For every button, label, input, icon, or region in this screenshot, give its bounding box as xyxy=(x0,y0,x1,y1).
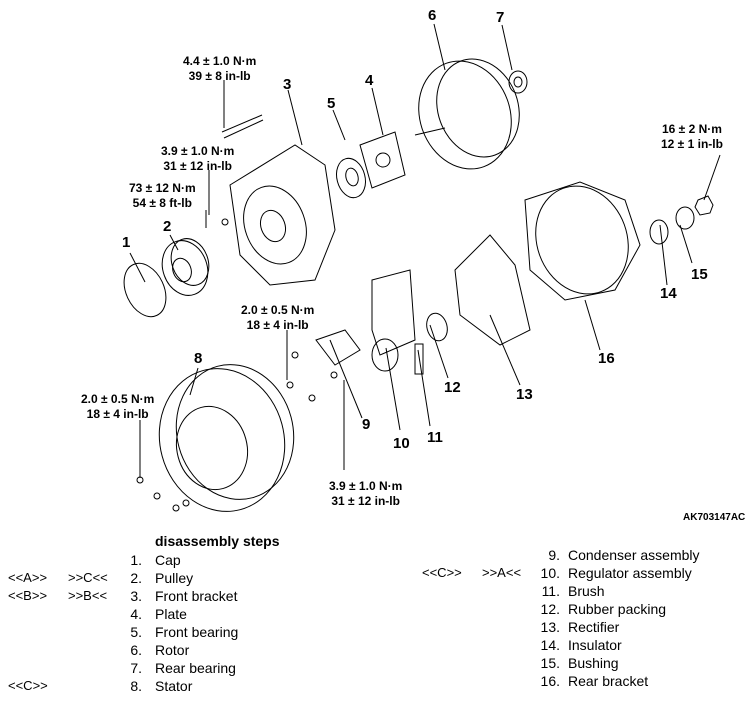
callout-10: 10 xyxy=(393,435,410,452)
list-item: 4. Plate xyxy=(130,606,187,622)
torque-imperial: 31 ± 12 in-lb xyxy=(331,494,400,508)
torque-imperial: 31 ± 12 in-lb xyxy=(163,159,232,173)
callout-1: 1 xyxy=(122,234,131,251)
reference-mark: <<A>> xyxy=(8,570,48,585)
list-item: 7. Rear bearing xyxy=(130,660,236,676)
reference-mark: <<C>> xyxy=(8,678,48,693)
list-item: 1. Cap xyxy=(130,552,181,568)
callout-11: 11 xyxy=(427,429,443,446)
torque-metric: 3.9 ± 1.0 N·m xyxy=(329,479,403,493)
callout-15: 15 xyxy=(691,266,708,283)
callout-9: 9 xyxy=(362,416,371,433)
torque-metric: 3.9 ± 1.0 N·m xyxy=(161,144,235,158)
callout-7: 7 xyxy=(496,9,505,26)
torque-spec-stator-screw: 2.0 ± 0.5 N·m 18 ± 4 in-lb xyxy=(81,392,154,422)
callout-14: 14 xyxy=(660,285,677,302)
torque-imperial: 18 ± 4 in-lb xyxy=(246,318,309,332)
torque-imperial: 18 ± 4 in-lb xyxy=(86,407,149,421)
callout-8: 8 xyxy=(194,350,203,367)
torque-spec-rear-nut: 16 ± 2 N·m 12 ± 1 in-lb xyxy=(661,122,723,152)
torque-imperial: 39 ± 8 in-lb xyxy=(188,69,251,83)
list-item: 15. Bushing xyxy=(540,655,619,671)
torque-imperial: 54 ± 8 ft-lb xyxy=(132,196,192,210)
torque-spec-pulley: 73 ± 12 N·m 54 ± 8 ft-lb xyxy=(129,181,196,211)
reference-mark: <<B>> xyxy=(8,588,48,603)
list-item: <<C>> >>A<< 10. Regulator assembly xyxy=(422,565,692,581)
torque-metric: 16 ± 2 N·m xyxy=(661,122,722,136)
list-item: <<A>> >>C<< 2. Pulley xyxy=(8,570,194,586)
reference-mark: >>A<< xyxy=(482,565,522,580)
torque-metric: 4.4 ± 1.0 N·m xyxy=(183,54,257,68)
list-item: 12. Rubber packing xyxy=(540,601,667,617)
list-item: 13. Rectifier xyxy=(540,619,620,635)
callout-4: 4 xyxy=(365,72,374,89)
list-item: 5. Front bearing xyxy=(130,624,239,640)
torque-imperial: 12 ± 1 in-lb xyxy=(661,137,723,151)
callout-13: 13 xyxy=(516,386,533,403)
torque-spec-front-bracket-screw: 3.9 ± 1.0 N·m 31 ± 12 in-lb xyxy=(161,144,234,174)
list-item: 9. Condenser assembly xyxy=(548,547,700,563)
list-item: 14. Insulator xyxy=(540,637,622,653)
list-item: 6. Rotor xyxy=(130,642,190,658)
torque-spec-regulator-screw: 3.9 ± 1.0 N·m 31 ± 12 in-lb xyxy=(329,479,402,509)
reference-mark: >>C<< xyxy=(68,570,108,585)
reference-mark: >>B<< xyxy=(68,588,108,603)
torque-metric: 2.0 ± 0.5 N·m xyxy=(81,392,155,406)
callout-6: 6 xyxy=(428,7,437,24)
reference-mark: <<C>> xyxy=(422,565,462,580)
callout-5: 5 xyxy=(327,95,336,112)
list-item: 11. Brush xyxy=(541,583,605,599)
list-item: <<B>> >>B<< 3. Front bracket xyxy=(8,588,238,604)
exploded-view-diagram xyxy=(123,23,721,512)
torque-spec-bolt-top: 4.4 ± 1.0 N·m 39 ± 8 in-lb xyxy=(183,54,256,84)
figure-id: AK703147AC xyxy=(683,512,746,523)
list-item: <<C>> 8. Stator xyxy=(8,678,193,694)
callout-2: 2 xyxy=(163,218,172,235)
list-item: 16. Rear bracket xyxy=(540,673,649,689)
callout-3: 3 xyxy=(283,76,292,93)
disassembly-steps-title: disassembly steps xyxy=(155,533,280,549)
callout-16: 16 xyxy=(598,350,615,367)
callout-12: 12 xyxy=(444,379,461,396)
torque-metric: 73 ± 12 N·m xyxy=(129,181,196,195)
torque-metric: 2.0 ± 0.5 N·m xyxy=(241,303,315,317)
torque-spec-condenser-screw: 2.0 ± 0.5 N·m 18 ± 4 in-lb xyxy=(241,303,314,333)
